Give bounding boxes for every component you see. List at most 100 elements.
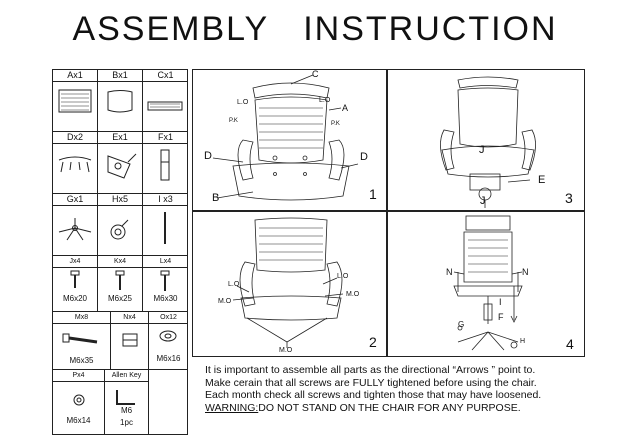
part-label: Px4	[53, 370, 104, 382]
part-cell-j: Jx4 M6x20	[53, 256, 98, 312]
part-cell-d: Dx2	[53, 132, 98, 194]
part-label: Mx8	[53, 312, 110, 324]
part-cell-g: Gx1	[53, 194, 98, 256]
part-label: Lx4	[143, 256, 188, 268]
step-1-label-pk: P.K	[331, 121, 340, 127]
title-word-instruction: INSTRUCTION	[303, 10, 558, 48]
screw-icon	[73, 394, 85, 406]
part-cell-allen-key: Allen Key M6 1pc	[105, 370, 149, 435]
step-4-panel: N N I F G H 4	[387, 211, 585, 357]
step-1-label-lo: L.O	[237, 99, 249, 106]
part-label: Nx4	[111, 312, 148, 324]
headrest-icon	[147, 101, 183, 111]
step-1-label-lo: L.O	[319, 97, 331, 104]
note-line: It is important to assemble all parts as…	[205, 364, 536, 376]
part-caption: M6x20	[62, 294, 87, 303]
part-label: Bx1	[98, 70, 142, 82]
part-cell-a: Ax1	[53, 70, 98, 132]
bolt-icon	[70, 270, 80, 288]
step-2-label-lo: L.O	[228, 281, 240, 288]
step-4-label-h: H	[520, 338, 526, 345]
part-cell-n: Nx4	[111, 312, 149, 370]
part-label: I x3	[143, 194, 188, 206]
step-4-label-n: N	[522, 267, 529, 277]
part-cell-p: Px4 M6x14	[53, 370, 105, 435]
step-1-label-d: D	[204, 150, 212, 162]
part-label: Jx4	[53, 256, 97, 268]
part-label: Ax1	[53, 70, 97, 82]
spacer-icon	[122, 333, 138, 347]
step-1-number: 1	[369, 186, 377, 202]
step-3-panel: J J E 3	[387, 69, 585, 211]
step-4-label-n: N	[446, 267, 453, 277]
warning-key: WARNING:	[205, 401, 259, 414]
part-cell-b: Bx1	[98, 70, 143, 132]
seat-back-mesh-icon	[58, 89, 92, 113]
part-label: Gx1	[53, 194, 97, 206]
part-label: Ex1	[98, 132, 142, 144]
allen-key-icon	[116, 390, 135, 405]
part-label: Hx5	[98, 194, 142, 206]
step-2-label-mo: M.O	[279, 347, 293, 354]
step-1-illustration	[212, 74, 359, 201]
step-3-illustration	[440, 76, 536, 208]
base-star-icon	[58, 218, 92, 241]
part-cell-m: Mx8 M6x35	[53, 312, 111, 370]
armrest-icon	[58, 156, 92, 173]
part-cell-c: Cx1	[143, 70, 188, 132]
part-caption: M6x14	[66, 416, 91, 425]
part-cell-empty	[149, 370, 188, 435]
step-4-label-g: G	[458, 320, 465, 329]
step-1-label-pk: P.K	[229, 118, 238, 124]
part-cell-f: Fx1	[143, 132, 188, 194]
step-2-number: 2	[369, 334, 377, 350]
step-1-label-c: C	[312, 69, 319, 79]
step-2-panel: L.O L.O M.O M.O M.O 2	[192, 211, 387, 357]
mechanism-icon	[107, 153, 137, 179]
part-caption: M6x35	[69, 356, 94, 365]
note-line: Make cerain that all screws are FULLY ti…	[205, 376, 537, 389]
step-2-label-lo: L.O	[337, 273, 349, 280]
part-caption: M6x25	[107, 294, 132, 303]
step-1-label-a: A	[342, 103, 349, 113]
part-cell-i: I x3	[143, 194, 188, 256]
step-4-illustration	[453, 215, 523, 351]
step-2-label-mo: M.O	[218, 298, 232, 305]
warning-text: DO NOT STAND ON THE CHAIR FOR ANY PURPOS…	[258, 401, 521, 414]
caster-wheel-icon	[110, 219, 129, 240]
washer-icon	[159, 330, 177, 342]
step-2-label-mo: M.O	[346, 291, 360, 298]
part-caption: M6	[120, 406, 133, 415]
step-3-number: 3	[565, 190, 573, 206]
note-line: Each month check all screws and tighten …	[205, 389, 542, 402]
part-label: Fx1	[143, 132, 188, 144]
step-1-label-d: D	[360, 151, 368, 163]
part-caption-qty: 1pc	[120, 418, 133, 427]
seat-cushion-icon	[107, 90, 133, 113]
warning-line: WARNING:DO NOT STAND ON THE CHAIR FOR AN…	[205, 402, 605, 415]
bolt-icon	[115, 270, 125, 290]
step-3-label-e: E	[538, 174, 546, 186]
part-cell-e: Ex1	[98, 132, 143, 194]
gas-lift-icon	[160, 149, 170, 181]
part-cell-h: Hx5	[98, 194, 143, 256]
step-4-label-i: I	[499, 297, 502, 307]
part-caption: M6x30	[153, 294, 178, 303]
step-1-label-b: B	[212, 192, 220, 204]
part-caption: M6x16	[156, 354, 181, 363]
long-bolt-icon	[62, 333, 98, 344]
part-label: Cx1	[143, 70, 188, 82]
assembly-notes: It is important to assemble all parts as…	[205, 364, 605, 414]
part-label: Ox12	[149, 312, 188, 324]
step-4-number: 4	[566, 336, 574, 352]
step-1-panel: C L.O L.O A P.K P.K D D B 1	[192, 69, 387, 211]
part-cell-o: Ox12 M6x16	[149, 312, 188, 370]
parts-table: Ax1 Bx1 Cx1 Dx2 Ex1 Fx1 Gx1 Hx5 I x3 Jx4…	[52, 69, 188, 435]
bolt-icon	[160, 270, 170, 291]
part-label: Allen Key	[105, 370, 148, 382]
part-label: Kx4	[98, 256, 142, 268]
part-cell-l: Lx4 M6x30	[143, 256, 188, 312]
step-3-label-j: J	[480, 195, 486, 207]
step-4-label-f: F	[498, 312, 504, 322]
